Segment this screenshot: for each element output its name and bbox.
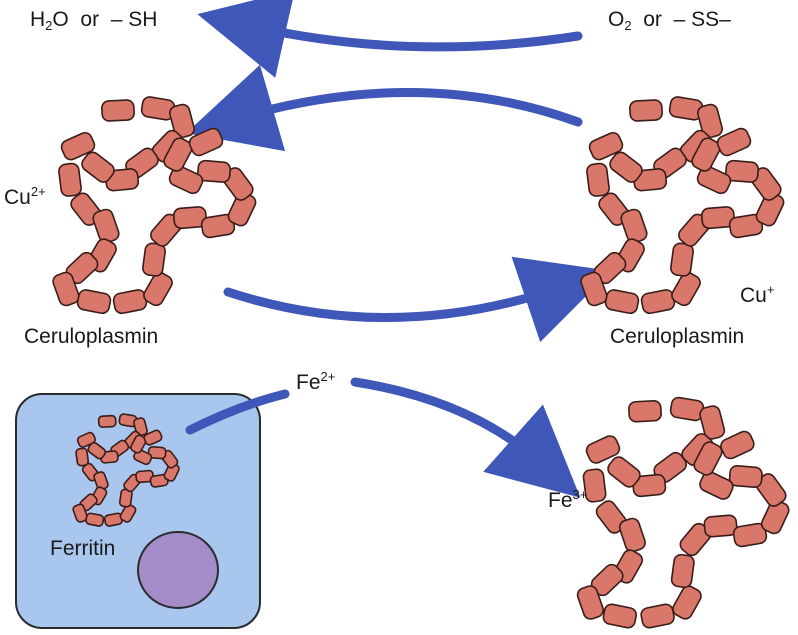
chain-bead	[609, 151, 643, 183]
h2o-sh-label: H2O or – SH	[30, 8, 158, 33]
chain-bead	[72, 503, 88, 523]
chain-bead	[697, 103, 723, 139]
ceruloplasmin-left-chain	[52, 96, 257, 315]
chain-bead	[576, 585, 605, 620]
chain-bead	[580, 271, 608, 307]
chain-bead	[168, 165, 204, 195]
chain-bead	[586, 162, 610, 197]
chain-bead	[119, 503, 137, 523]
chain-bead	[670, 553, 695, 589]
chain-bead	[700, 206, 736, 230]
chain-bead	[143, 271, 173, 307]
arrow-cu2-to-cu1	[223, 256, 612, 343]
chain-bead	[112, 289, 148, 315]
chain-bead	[87, 441, 107, 460]
chain-bead	[703, 514, 738, 538]
chain-bead	[143, 429, 163, 446]
ceruloplasmin-left-label: Ceruloplasmin	[24, 325, 159, 348]
chain-bead	[130, 434, 147, 454]
chain-bead	[75, 447, 90, 467]
cu1-label: Cu+	[740, 282, 775, 307]
chain-bead	[724, 159, 760, 183]
chain-bead	[604, 289, 640, 315]
fe3-label: Fe3+	[548, 487, 588, 512]
chain-bead	[76, 431, 96, 448]
chain-bead	[728, 464, 763, 489]
chain-bead	[76, 289, 112, 315]
chain-bead	[52, 271, 80, 307]
arrow-fe2-to-fe3	[350, 377, 581, 498]
chain-bead	[58, 162, 82, 197]
arrow-o2-to-h2o	[197, 0, 583, 78]
chain-bead	[699, 471, 734, 500]
chain-bead	[632, 473, 667, 498]
ceruloplasmin-fe3-chain	[576, 396, 790, 629]
cu2-label: Cu2+	[4, 184, 46, 209]
chain-bead	[620, 208, 648, 244]
chain-bead	[588, 131, 624, 161]
chain-bead	[693, 441, 723, 476]
chain-bead	[618, 517, 646, 553]
o2-ss-label: O2 or – SS–	[608, 8, 731, 33]
chain-bead	[699, 405, 726, 440]
chain-bead	[640, 603, 675, 629]
chain-bead	[142, 242, 166, 277]
arrow-ferritin-to-fe2	[185, 389, 290, 435]
ceruloplasmin-right-chain	[580, 96, 785, 315]
chain-bead	[585, 435, 621, 464]
chain-bead	[92, 208, 120, 244]
chain-bead	[188, 127, 224, 157]
chain-bead	[85, 512, 105, 527]
chain-bead	[691, 137, 721, 172]
ceruloplasmin-right-label: Ceruloplasmin	[610, 325, 745, 348]
chain-bead	[101, 99, 135, 122]
ferritin-label: Ferritin	[50, 537, 116, 560]
chain-bead	[602, 603, 638, 629]
chain-bead	[172, 206, 208, 230]
nucleus	[137, 531, 219, 609]
chain-bead	[81, 151, 115, 183]
chain-bead	[629, 99, 663, 122]
chain-bead	[732, 522, 768, 548]
chain-bead	[671, 271, 701, 307]
chain-bead	[628, 399, 662, 423]
arrow-cu1-to-cu2	[186, 64, 583, 152]
chain-bead	[716, 127, 752, 157]
chain-bead	[582, 468, 607, 503]
chain-bead	[696, 165, 732, 195]
chain-bead	[60, 131, 96, 161]
chain-bead	[720, 430, 755, 460]
chain-bead	[147, 446, 167, 460]
chain-bead	[196, 159, 232, 183]
chain-bead	[169, 103, 195, 139]
chain-bead	[672, 585, 702, 620]
chain-bead	[640, 289, 676, 315]
chain-bead	[163, 137, 193, 172]
fe2-label: Fe2+	[296, 369, 336, 394]
chain-bead	[669, 396, 705, 422]
chain-bead	[97, 414, 117, 428]
chain-bead	[670, 242, 694, 277]
ferritin-chain	[72, 413, 180, 527]
chain-bead	[607, 456, 641, 488]
